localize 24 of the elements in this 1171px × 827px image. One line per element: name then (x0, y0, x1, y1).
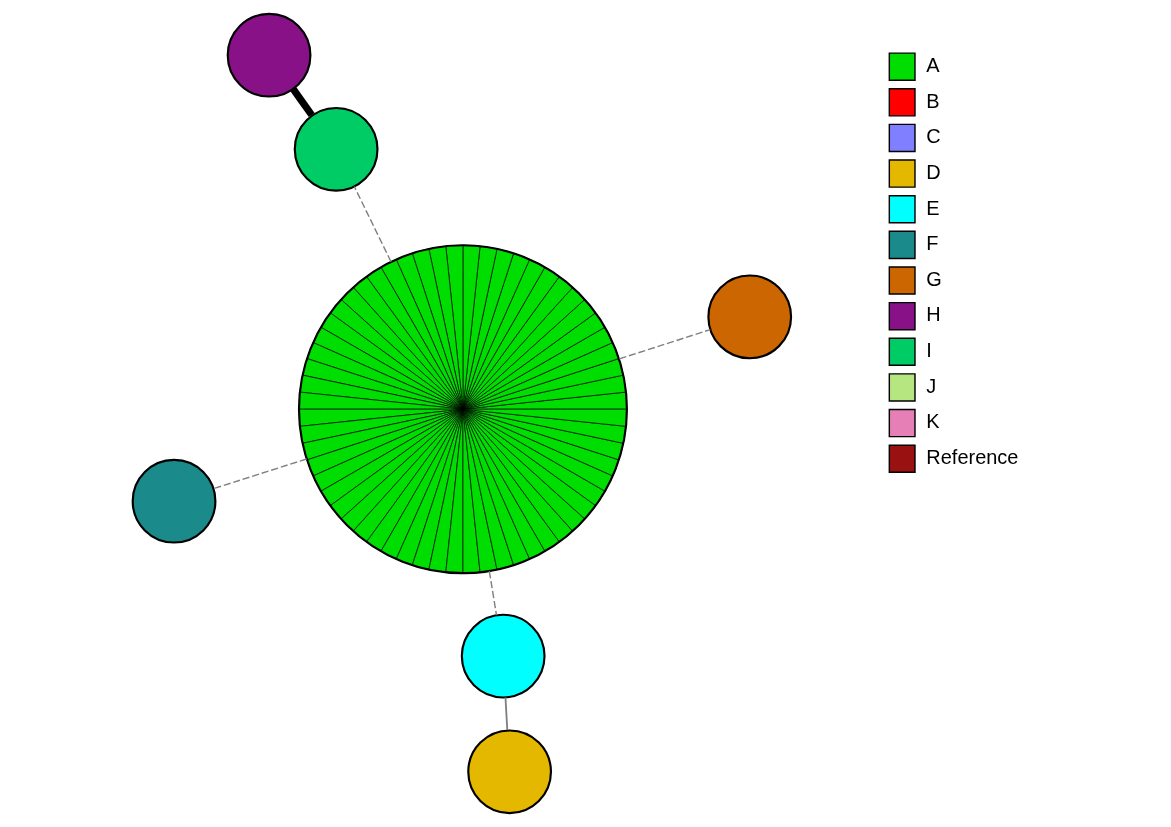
node-circle (293, 106, 379, 192)
legend-label: K (926, 410, 940, 433)
connector (504, 696, 509, 731)
connector (353, 185, 392, 263)
legend-label: A (926, 53, 940, 76)
node-circle (460, 613, 546, 699)
legend-label: B (926, 89, 940, 112)
legend-label: J (926, 374, 937, 397)
node-circle (707, 274, 793, 360)
legend-label: D (926, 160, 941, 183)
legend-label: I (926, 339, 932, 362)
connector (618, 328, 711, 360)
legend-label: H (926, 303, 941, 326)
legend-label: E (926, 196, 940, 219)
connector (488, 570, 498, 616)
node-circle (467, 729, 553, 815)
node-circle (226, 12, 312, 98)
connector (290, 87, 315, 118)
node-circle (131, 458, 217, 544)
legend-label: C (926, 125, 941, 148)
legend-label: F (926, 232, 939, 255)
legend-label: Reference (926, 445, 1019, 468)
legend-label: G (926, 267, 942, 290)
connector (212, 458, 308, 490)
